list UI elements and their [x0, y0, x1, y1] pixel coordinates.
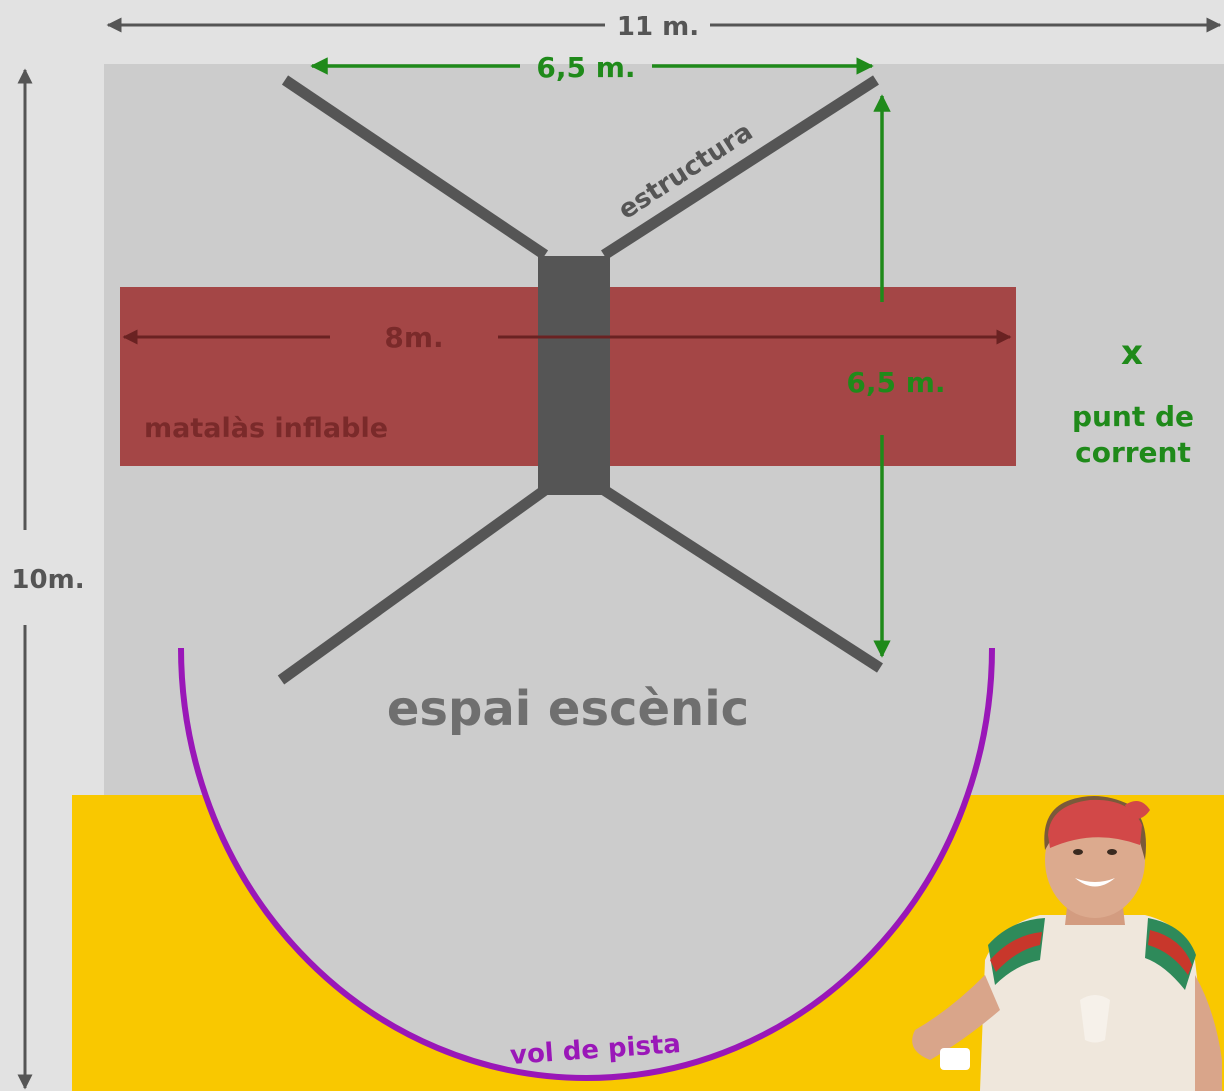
power-point-label-line2: corrent — [1075, 436, 1191, 469]
ring-area-fill — [181, 648, 992, 1078]
mattress-length-label: 8m. — [384, 321, 443, 354]
structure-depth-label: 6,5 m. — [846, 366, 945, 399]
total-height-label: 10m. — [11, 565, 84, 595]
structure-leg-bottom-right — [601, 485, 883, 673]
ring-flight-arc — [178, 647, 995, 1081]
mattress-label: matalàs inflable — [144, 413, 388, 444]
stage-area-label: espai escènic — [387, 681, 749, 737]
performer-photo — [912, 796, 1222, 1091]
structure-core — [538, 256, 610, 495]
power-point-label-line1: punt de — [1072, 400, 1194, 433]
structure-leg-top-left — [281, 75, 549, 260]
total-width-label: 11 m. — [617, 12, 699, 42]
structure-leg-bottom-left — [277, 485, 549, 685]
structure-leg-top-right — [601, 75, 879, 260]
structure-width-label: 6,5 m. — [536, 51, 635, 84]
power-point-mark: x — [1121, 333, 1143, 373]
